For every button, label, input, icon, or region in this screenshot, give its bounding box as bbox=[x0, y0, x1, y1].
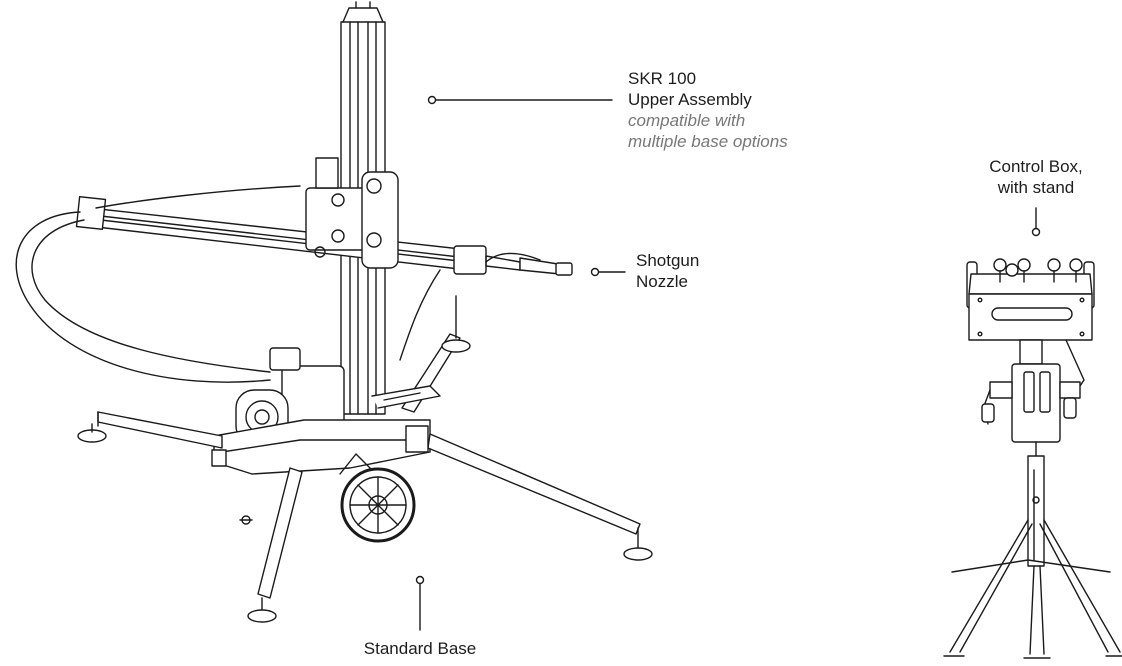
control-box-drawing bbox=[943, 258, 1122, 659]
control-box-line2: with stand bbox=[997, 178, 1075, 197]
upper-assembly-drawing bbox=[15, 1, 573, 415]
upper-assembly-title: Upper Assembly bbox=[628, 90, 752, 109]
standard-base-drawing bbox=[77, 295, 653, 623]
callout-shotgun-nozzle bbox=[590, 267, 626, 277]
callout-standard-base bbox=[415, 575, 425, 631]
shotgun-nozzle-line1: Shotgun bbox=[636, 251, 700, 270]
control-box-line1: Control Box, bbox=[989, 157, 1083, 176]
shotgun-nozzle-label: Shotgun Nozzle bbox=[636, 250, 699, 292]
standard-base-label: Standard Base bbox=[340, 638, 500, 659]
upper-assembly-label: SKR 100 Upper Assembly compatible with m… bbox=[628, 68, 788, 152]
upper-assembly-model: SKR 100 bbox=[628, 69, 697, 88]
upper-assembly-note-line2: multiple base options bbox=[628, 132, 788, 151]
callout-control-box bbox=[1031, 207, 1041, 237]
callout-upper-assembly bbox=[427, 95, 613, 105]
upper-assembly-note-line1: compatible with bbox=[628, 111, 746, 130]
shotgun-nozzle-line2: Nozzle bbox=[636, 272, 688, 291]
control-box-label: Control Box, with stand bbox=[956, 156, 1116, 198]
standard-base-text: Standard Base bbox=[363, 639, 477, 658]
